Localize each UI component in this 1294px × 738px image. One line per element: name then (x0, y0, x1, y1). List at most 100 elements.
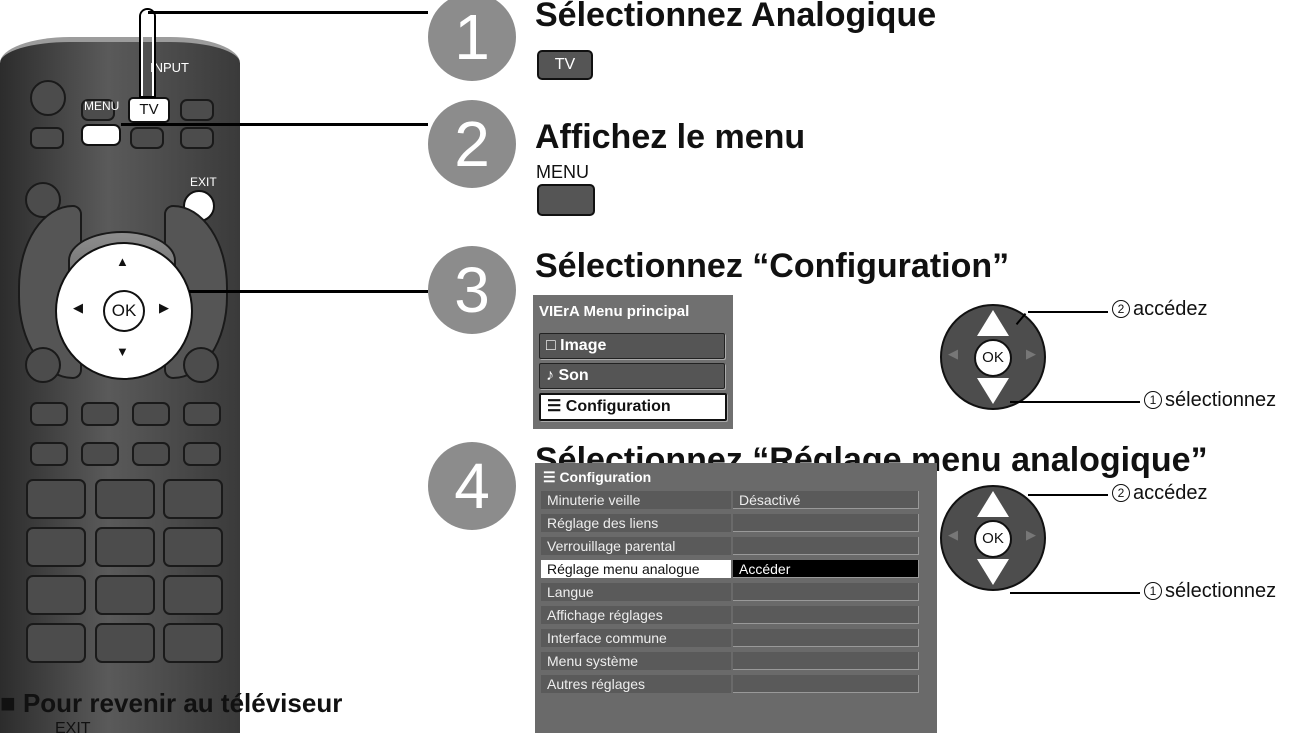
ok-button[interactable]: OK (103, 290, 145, 332)
remote-round-button[interactable] (25, 347, 61, 383)
number-button[interactable] (163, 623, 223, 663)
number-button[interactable] (26, 575, 86, 615)
config-row-value (733, 583, 919, 601)
remote-color-button[interactable] (183, 402, 221, 426)
main-menu-header: VIErA Menu principal (539, 303, 690, 320)
access-label: accédez (1133, 298, 1208, 320)
arrow-down-icon[interactable]: ▼ (116, 344, 129, 359)
step-4-number: 4 (428, 442, 516, 530)
callout-line (1010, 401, 1140, 403)
callout-line (1028, 494, 1108, 496)
config-row-label: Affichage réglages (541, 606, 731, 624)
return-heading: ■ Pour revenir au téléviseur (0, 688, 342, 719)
remote-round-button[interactable] (183, 347, 219, 383)
remote-small-button[interactable] (81, 442, 119, 466)
callout-line (1010, 592, 1140, 594)
number-button[interactable] (26, 479, 86, 519)
access-label: accédez (1133, 482, 1208, 504)
number-button[interactable] (26, 623, 86, 663)
left-arrow-icon: ◀ (948, 527, 958, 542)
number-button[interactable] (95, 527, 155, 567)
connector-line-1 (148, 11, 428, 14)
number-button[interactable] (163, 527, 223, 567)
config-row-value: Désactivé (733, 491, 919, 509)
remote-small-button[interactable] (183, 442, 221, 466)
menu-item-label: Image (560, 337, 607, 354)
menu-item-son[interactable]: ♪ Son (539, 363, 725, 389)
config-row-value (733, 675, 919, 693)
remote-small-button[interactable] (30, 442, 68, 466)
remote-color-button[interactable] (81, 402, 119, 426)
config-row-value: Accéder (733, 560, 919, 578)
remote-small-button[interactable] (81, 99, 115, 121)
main-menu-panel: VIErA Menu principal □ Image ♪ Son ☰ Con… (533, 295, 733, 429)
down-arrow-icon (977, 378, 1009, 404)
arrow-up-icon[interactable]: ▲ (116, 254, 129, 269)
list-icon: ☰ (547, 398, 562, 415)
config-row-label: Réglage menu analogue (541, 560, 731, 578)
arrow-left-icon[interactable]: ◀ (73, 300, 83, 315)
menu-key-badge (537, 184, 595, 216)
exit-key-label: EXIT (55, 720, 91, 737)
power-button[interactable] (30, 80, 66, 116)
menu-label: MENU (84, 99, 120, 113)
tv-button[interactable]: TV (128, 97, 170, 123)
menu-item-label: Son (558, 367, 589, 384)
configuration-menu-panel: ☰ Configuration Minuterie veille Désacti… (535, 463, 937, 733)
tv-key-badge: TV (537, 50, 593, 80)
exit-label: EXIT (190, 175, 217, 189)
connector-line-3 (189, 290, 428, 293)
number-button[interactable] (163, 479, 223, 519)
config-row-label: Minuterie veille (541, 491, 731, 509)
config-row-value (733, 629, 919, 647)
step-marker-1: 1 (1144, 391, 1162, 409)
remote-small-button[interactable] (130, 127, 164, 149)
step-1-title: Sélectionnez Analogique (535, 0, 937, 34)
menu-item-configuration[interactable]: ☰ Configuration (539, 393, 727, 421)
remote-small-button[interactable] (180, 99, 214, 121)
right-arrow-icon: ▶ (1026, 527, 1036, 542)
step-2-number: 2 (428, 100, 516, 188)
remote-control: INPUT TV MENU EXIT OK ▲ ▼ ◀ ▶ (0, 37, 240, 733)
right-arrow-icon: ▶ (1026, 346, 1036, 361)
number-button[interactable] (95, 575, 155, 615)
remote-small-button[interactable] (132, 442, 170, 466)
config-row-label: Verrouillage parental (541, 537, 731, 555)
arrow-right-icon[interactable]: ▶ (159, 300, 169, 315)
ok-icon: OK (974, 339, 1012, 377)
up-arrow-icon (977, 310, 1009, 336)
config-row-label: Interface commune (541, 629, 731, 647)
config-row-value (733, 652, 919, 670)
remote-small-button[interactable] (180, 127, 214, 149)
menu-item-image[interactable]: □ Image (539, 333, 725, 359)
config-row-value (733, 514, 919, 532)
step-1-number: 1 (428, 0, 516, 81)
config-row-label: Réglage des liens (541, 514, 731, 532)
image-icon: □ (546, 337, 556, 354)
remote-color-button[interactable] (30, 402, 68, 426)
down-arrow-icon (977, 559, 1009, 585)
step-2-title: Affichez le menu (535, 118, 806, 156)
step-3-title: Sélectionnez “Configuration” (535, 247, 1010, 285)
select-label: sélectionnez (1165, 580, 1277, 602)
number-button[interactable] (26, 527, 86, 567)
number-button[interactable] (95, 479, 155, 519)
connector-line-2 (121, 123, 428, 126)
input-label: INPUT (150, 60, 189, 75)
step-marker-2: 2 (1112, 300, 1130, 318)
select-label: sélectionnez (1165, 389, 1277, 411)
dpad-illustration: ◀ ▶ OK (940, 485, 1046, 591)
dpad-illustration: ◀ ▶ OK (940, 304, 1046, 410)
remote-small-button[interactable] (30, 127, 64, 149)
menu-button[interactable] (81, 124, 121, 146)
config-row-label: Langue (541, 583, 731, 601)
callout-line (1028, 311, 1108, 313)
number-button[interactable] (95, 623, 155, 663)
remote-color-button[interactable] (132, 402, 170, 426)
number-button[interactable] (163, 575, 223, 615)
up-arrow-icon (977, 491, 1009, 517)
